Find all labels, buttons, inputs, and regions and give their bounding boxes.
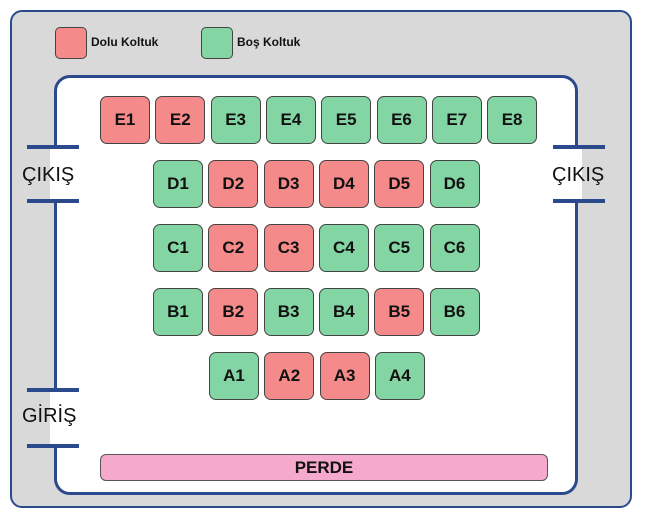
- seat-d6[interactable]: D6: [429, 160, 480, 208]
- seat-c4[interactable]: C4: [318, 224, 369, 272]
- seat-b3[interactable]: B3: [263, 288, 314, 336]
- seat-e1[interactable]: E1: [100, 96, 150, 144]
- seat-d4[interactable]: D4: [318, 160, 369, 208]
- seat-b4[interactable]: B4: [318, 288, 369, 336]
- right-exit-line-bottom: [553, 199, 605, 203]
- seat-d3[interactable]: D3: [263, 160, 314, 208]
- right-exit-line-top: [553, 145, 605, 149]
- seat-b2[interactable]: B2: [208, 288, 259, 336]
- seat-e8[interactable]: E8: [487, 96, 538, 144]
- legend-occupied-label: Dolu Koltuk: [91, 35, 159, 49]
- entrance-line-top: [27, 388, 79, 392]
- left-exit-gap: [50, 149, 62, 200]
- seat-c1[interactable]: C1: [153, 224, 203, 272]
- left-exit-label: ÇIKIŞ: [22, 164, 75, 186]
- seat-a2[interactable]: A2: [264, 352, 315, 400]
- seat-a1[interactable]: A1: [209, 352, 259, 400]
- seat-c3[interactable]: C3: [263, 224, 314, 272]
- left-exit-line-top: [27, 145, 79, 149]
- legend-empty-swatch: [201, 27, 233, 59]
- seat-e7[interactable]: E7: [431, 96, 482, 144]
- seat-d2[interactable]: D2: [208, 160, 259, 208]
- seat-e6[interactable]: E6: [376, 96, 427, 144]
- seat-c2[interactable]: C2: [208, 224, 259, 272]
- legend-empty-label: Boş Koltuk: [237, 35, 301, 49]
- seat-c6[interactable]: C6: [429, 224, 480, 272]
- seat-c5[interactable]: C5: [374, 224, 425, 272]
- right-exit-label: ÇIKIŞ: [552, 164, 605, 186]
- seat-b6[interactable]: B6: [429, 288, 480, 336]
- right-exit-gap: [570, 149, 582, 200]
- entrance-gap: [50, 392, 62, 447]
- entrance-line-bottom: [27, 444, 79, 448]
- left-exit-line-bottom: [27, 199, 79, 203]
- seat-e4[interactable]: E4: [265, 96, 316, 144]
- screen: PERDE: [100, 454, 548, 481]
- legend-occupied-swatch: [55, 27, 87, 59]
- seating-hall: [54, 75, 578, 495]
- seat-a4[interactable]: A4: [374, 352, 425, 400]
- seat-a3[interactable]: A3: [319, 352, 370, 400]
- seat-e5[interactable]: E5: [321, 96, 372, 144]
- seat-d1[interactable]: D1: [153, 160, 203, 208]
- seat-b5[interactable]: B5: [374, 288, 425, 336]
- seat-e2[interactable]: E2: [155, 96, 206, 144]
- seat-d5[interactable]: D5: [374, 160, 425, 208]
- entrance-label: GİRİŞ: [22, 405, 77, 427]
- seat-b1[interactable]: B1: [153, 288, 203, 336]
- seat-e3[interactable]: E3: [210, 96, 261, 144]
